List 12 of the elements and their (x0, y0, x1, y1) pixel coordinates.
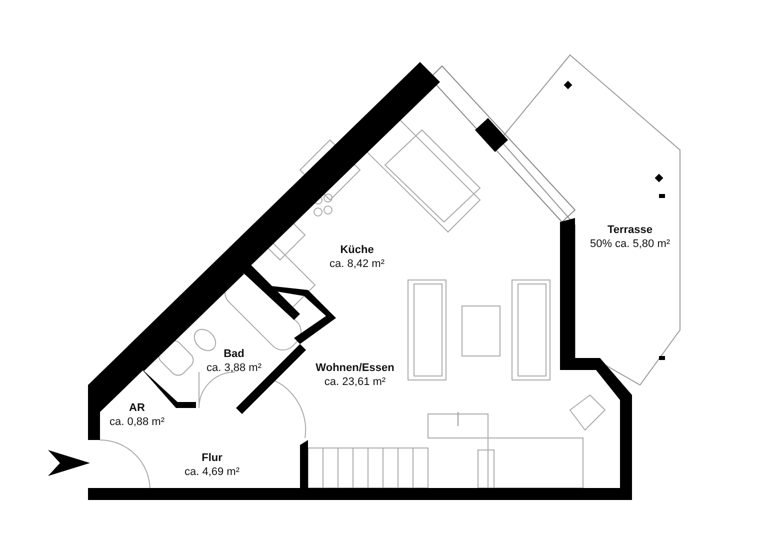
room-name: Wohnen/Essen (316, 362, 394, 375)
room-area: ca. 23,61 m² (324, 376, 386, 389)
room-name: Terrasse (607, 224, 653, 237)
room-name: Flur (202, 452, 222, 465)
room-area: ca. 3,88 m² (206, 362, 262, 375)
room-name: AR (129, 402, 145, 415)
room-area: ca. 0,88 m² (109, 416, 165, 429)
room-area: ca. 4,69 m² (184, 466, 240, 479)
room-area: 50% ca. 5,80 m² (590, 238, 670, 251)
room-name: Küche (340, 244, 374, 257)
room-area: ca. 8,42 m² (329, 258, 385, 271)
room-name: Bad (224, 348, 244, 361)
